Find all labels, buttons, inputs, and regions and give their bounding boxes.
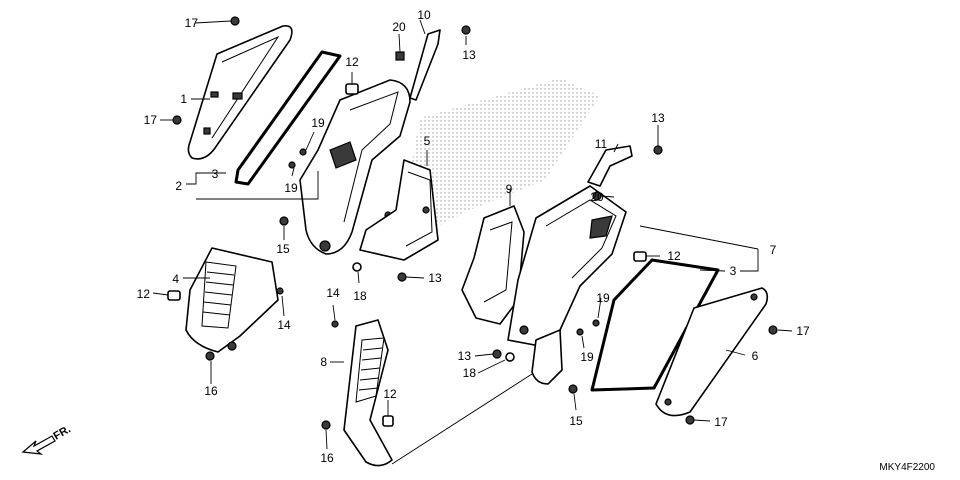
callout-17: 17	[144, 113, 158, 127]
callout-16: 16	[320, 451, 334, 465]
callout-4: 4	[172, 272, 179, 286]
callout-14: 14	[326, 286, 340, 300]
callout-19: 19	[284, 181, 298, 195]
collar-12-d[interactable]	[382, 415, 394, 427]
callout-9: 9	[506, 182, 513, 196]
screw-19-c[interactable]	[592, 319, 600, 327]
nut-13-c[interactable]	[492, 349, 502, 359]
callout-15: 15	[276, 242, 290, 256]
nut-13-b[interactable]	[397, 272, 407, 282]
callout-17: 17	[185, 16, 199, 30]
callout-2: 2	[175, 179, 182, 193]
screw-16-a[interactable]	[205, 351, 215, 361]
callout-20: 20	[392, 20, 406, 34]
callout-13: 13	[651, 111, 665, 125]
bolt-17-c[interactable]	[768, 325, 778, 335]
leader-lines	[152, 19, 793, 465]
screw-15-a[interactable]	[279, 216, 289, 226]
callout-12: 12	[667, 249, 681, 263]
callout-18: 18	[463, 366, 477, 380]
bolt-17-a[interactable]	[230, 16, 240, 26]
callout-11: 11	[595, 137, 608, 151]
diagram-code: MKY4F2200	[879, 462, 935, 473]
callout-3: 3	[212, 167, 219, 181]
callout-17: 17	[714, 415, 728, 429]
callouts: 17 1 17 3 2 20 10 13 12 19 19 5 15 4 12 …	[137, 8, 810, 465]
front-label: FR.	[52, 423, 73, 442]
callout-20: 20	[590, 190, 604, 204]
callout-19: 19	[311, 116, 325, 130]
left-seal-3[interactable]	[234, 50, 342, 186]
nut-13-d[interactable]	[653, 145, 663, 155]
bolt-20-a[interactable]	[395, 51, 405, 61]
callout-12: 12	[137, 287, 151, 301]
shaded-area	[405, 78, 600, 230]
callout-6: 6	[752, 349, 759, 363]
inner-panel-5[interactable]	[359, 159, 439, 261]
collar-12-c[interactable]	[633, 251, 647, 262]
callout-18: 18	[353, 289, 367, 303]
left-side-cover-1[interactable]	[187, 24, 293, 160]
callout-13: 13	[462, 48, 476, 62]
grille-cover-8[interactable]	[343, 319, 393, 467]
grille-cover-4[interactable]	[185, 247, 279, 353]
screw-19-a[interactable]	[299, 148, 307, 156]
bracket-10[interactable]	[409, 29, 441, 101]
collar-12-upper[interactable]	[345, 83, 359, 95]
screw-15-b[interactable]	[568, 384, 578, 394]
callout-12: 12	[383, 387, 397, 401]
screw-19-d[interactable]	[576, 328, 584, 336]
callout-5: 5	[424, 134, 431, 148]
callout-19: 19	[596, 291, 610, 305]
callout-3: 3	[730, 264, 737, 278]
washer-18-a[interactable]	[352, 262, 362, 272]
front-arrow-icon	[21, 435, 56, 455]
callout-17: 17	[796, 324, 810, 338]
callout-8: 8	[320, 355, 327, 369]
front-direction-marker: FR.	[21, 423, 73, 455]
callout-15: 15	[569, 414, 583, 428]
right-side-cover-6[interactable]	[655, 287, 769, 417]
callout-13: 13	[428, 271, 442, 285]
bolt-17-d[interactable]	[685, 415, 695, 425]
bracket-11[interactable]	[587, 145, 633, 187]
screw-14-a[interactable]	[276, 287, 284, 295]
screw-14-b[interactable]	[331, 320, 339, 328]
callout-7: 7	[770, 243, 777, 257]
callout-13: 13	[458, 349, 472, 363]
washer-18-b[interactable]	[505, 352, 515, 362]
collar-12-b[interactable]	[167, 290, 181, 301]
callout-16: 16	[204, 384, 218, 398]
inner-panel-9[interactable]	[461, 205, 525, 325]
screw-16-b[interactable]	[321, 420, 331, 430]
screw-19-b[interactable]	[288, 161, 296, 169]
callout-10: 10	[417, 8, 431, 22]
callout-12: 12	[345, 55, 359, 69]
callout-14: 14	[277, 318, 291, 332]
callout-1: 1	[180, 92, 187, 106]
callout-19: 19	[580, 350, 594, 364]
nut-13-a[interactable]	[461, 25, 471, 35]
bolt-17-b[interactable]	[172, 115, 182, 125]
left-side-cover-frame[interactable]	[299, 79, 411, 255]
right-side-cover-frame[interactable]	[507, 185, 627, 385]
